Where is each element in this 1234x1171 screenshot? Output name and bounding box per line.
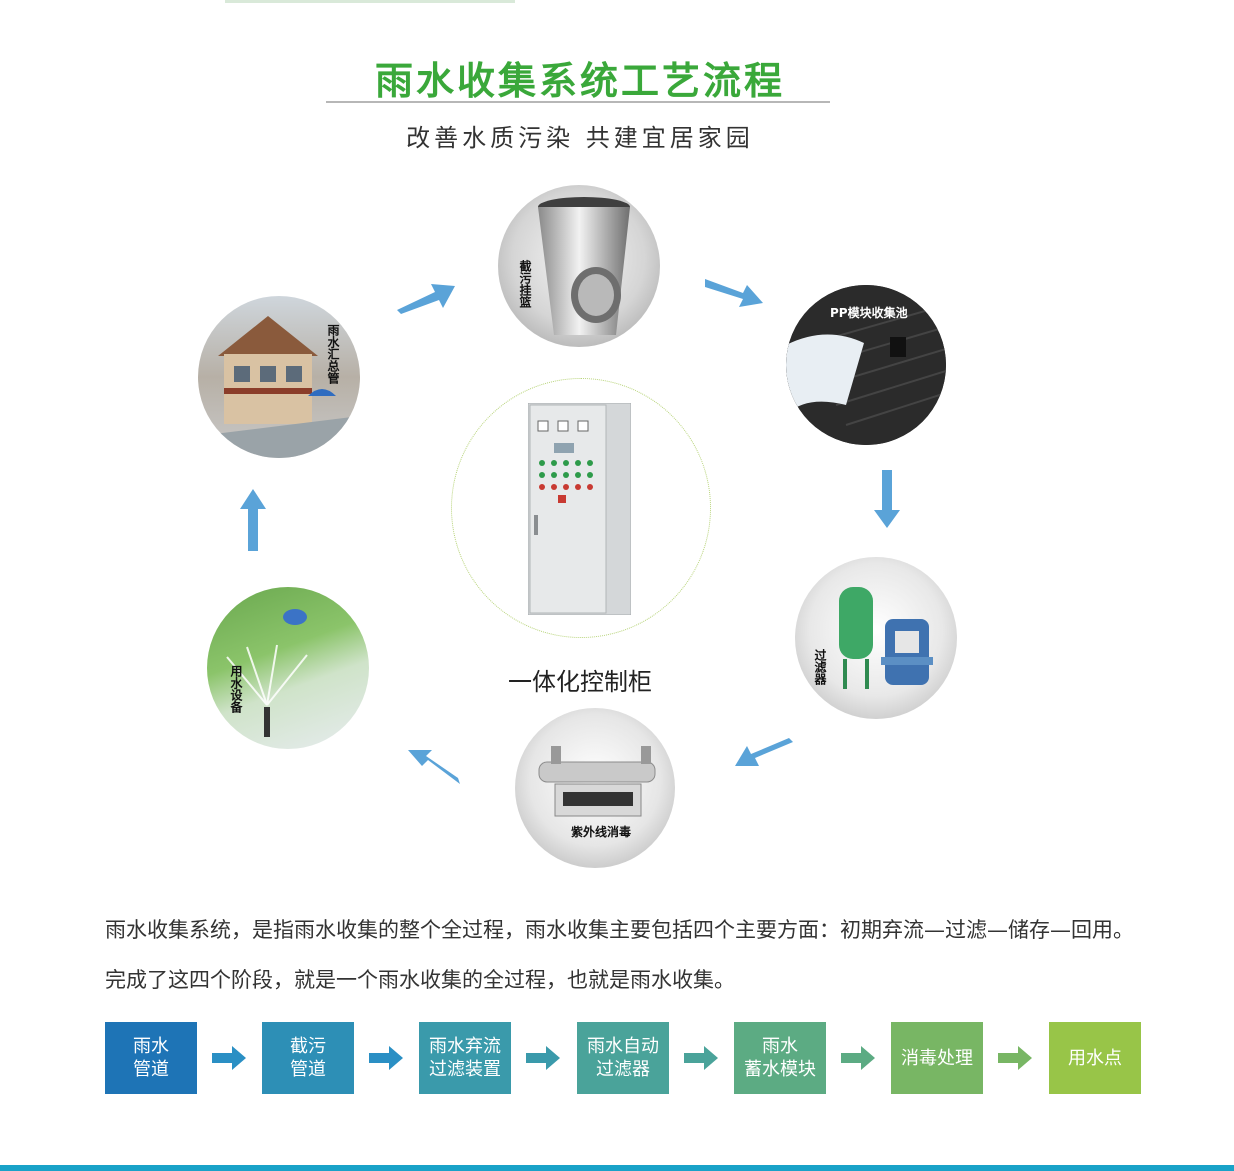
top-decor-line (225, 0, 515, 3)
flow-arrow-5 (841, 1046, 875, 1070)
sprinkler-image (226, 609, 308, 737)
cycle-arrow-4 (735, 738, 793, 766)
flow-step-2-line1: 截污 (290, 1036, 326, 1057)
flow-step-1-line1: 雨水 (133, 1036, 169, 1057)
flow-step-2: 截污管道 (262, 1022, 354, 1094)
flow-step-4-line2: 过滤器 (596, 1059, 650, 1080)
flow-arrow-4 (684, 1046, 718, 1070)
flow-arrow-1 (212, 1046, 246, 1070)
filter-label: 过滤器 (813, 649, 827, 685)
flow-step-2-line2: 管道 (290, 1059, 326, 1080)
flow-step-3: 雨水弃流过滤装置 (419, 1022, 511, 1094)
node-equipment: 用水设备 (207, 587, 369, 749)
flow-arrow-6 (998, 1046, 1032, 1070)
flow-step-3-line2: 过滤装置 (429, 1059, 501, 1080)
pp-pool-label: PP模块收集池 (830, 306, 908, 320)
flow-step-5-line1: 雨水 (762, 1036, 798, 1057)
flow-step-4-line1: 雨水自动 (587, 1036, 659, 1057)
equipment-label: 用水设备 (229, 665, 243, 713)
filter-image (839, 587, 933, 689)
flow-arrow-3 (526, 1046, 560, 1070)
cycle-arrow-6 (240, 489, 266, 551)
node-filter: 过滤器 (795, 557, 957, 719)
page-title: 雨水收集系统工艺流程 (374, 59, 785, 103)
description-text: 雨水收集系统，是指雨水收集的整个全过程，雨水收集主要包括四个主要方面：初期弃流—… (105, 918, 1134, 992)
bottom-accent-bar (0, 1165, 1234, 1171)
uv-sterilizer-image (538, 746, 656, 817)
flow-step-7: 用水点 (1049, 1022, 1141, 1094)
flow-arrow-2 (369, 1046, 403, 1070)
pp-module-image (786, 285, 946, 445)
node-uv: 紫外线消毒 (515, 708, 675, 868)
flow-step-1: 雨水管道 (105, 1022, 197, 1094)
uv-label: 紫外线消毒 (571, 825, 632, 839)
node-pipe: 雨水汇总管 (198, 296, 360, 458)
house-image (198, 316, 360, 458)
flow-step-3-line1: 雨水弃流 (429, 1036, 501, 1057)
flow-step-4: 雨水自动过滤器 (577, 1022, 669, 1094)
basket-image (538, 197, 630, 335)
page-subtitle: 改善水质污染 共建宜居家园 (406, 124, 754, 152)
pipe-label: 雨水汇总管 (326, 324, 340, 384)
flow-step-7-line1: 用水点 (1068, 1047, 1122, 1069)
control-cabinet-image (528, 403, 631, 615)
title-underline (326, 101, 830, 103)
node-basket: 截污挂篮 (498, 185, 660, 347)
basket-label: 截污挂篮 (518, 260, 532, 308)
cycle-arrow-2 (705, 279, 763, 307)
center-label: 一体化控制柜 (508, 668, 652, 696)
cycle-arrow-5 (408, 750, 460, 784)
node-pp-pool: PP模块收集池 (786, 285, 946, 445)
cycle-arrow-3 (874, 470, 900, 528)
flow-step-1-line2: 管道 (133, 1059, 169, 1080)
flow-step-6: 消毒处理 (891, 1022, 983, 1094)
cycle-arrow-1 (397, 284, 455, 314)
flow-step-5-line2: 蓄水模块 (744, 1059, 816, 1080)
flow-step-6-line1: 消毒处理 (901, 1047, 973, 1069)
flow-step-5: 雨水蓄水模块 (734, 1022, 826, 1094)
